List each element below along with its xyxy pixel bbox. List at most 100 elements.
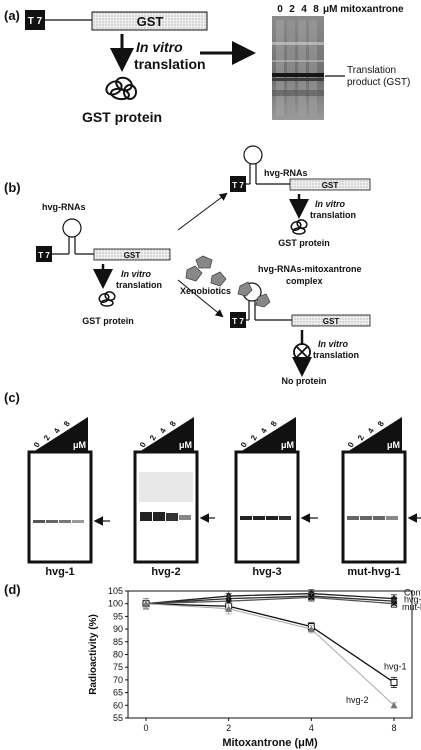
unit-label: μM bbox=[281, 440, 294, 450]
gel-frame bbox=[27, 450, 93, 564]
lane-label-0: 0 bbox=[138, 440, 148, 449]
y-tick-label: 100 bbox=[108, 599, 123, 609]
gel-a-lane-labels: 0 2 4 8 bbox=[277, 4, 319, 15]
lane-label-2: 2 bbox=[148, 433, 158, 442]
plot-frame bbox=[127, 590, 413, 719]
complex-translation: translation bbox=[313, 350, 359, 360]
band bbox=[373, 516, 385, 520]
y-tick-label: 55 bbox=[113, 713, 123, 723]
band bbox=[179, 515, 191, 520]
gel-mut-hvg-1: 0 2 4 8 μM mut-hvg-1 bbox=[341, 417, 421, 578]
gel-frame bbox=[133, 450, 199, 564]
band bbox=[266, 516, 278, 520]
gel-frame bbox=[234, 450, 300, 564]
point-hvg-2 bbox=[225, 605, 233, 612]
concentration-wedge bbox=[139, 417, 194, 452]
panel-b: (b) hvg-RNAs T 7 GST In vitro translatio… bbox=[4, 145, 371, 386]
gel-a-unit-label: μM mitoxantrone bbox=[323, 4, 404, 15]
lane-label-4: 4 bbox=[366, 426, 376, 435]
band bbox=[140, 512, 152, 521]
lane-label-0: 0 bbox=[346, 440, 356, 449]
series-label-Control: Control bbox=[404, 588, 421, 598]
unit-label: μM bbox=[73, 440, 86, 450]
upper-hvg-rnas-label: hvg-RNAs bbox=[264, 168, 308, 178]
product-label-line1: Translation bbox=[347, 65, 396, 76]
band bbox=[279, 516, 291, 520]
y-tick-label: 60 bbox=[113, 700, 123, 710]
lane-label-2: 2 bbox=[42, 433, 52, 442]
lane-label-0: 0 bbox=[239, 440, 249, 449]
band bbox=[240, 516, 252, 520]
lane-label-8: 8 bbox=[62, 419, 72, 428]
gel-label-hvg-2: hvg-2 bbox=[151, 566, 180, 578]
lane-label-2: 2 bbox=[356, 433, 366, 442]
point-hvg-2 bbox=[142, 600, 150, 607]
lane-label-4: 4 bbox=[259, 426, 269, 435]
left-gst-protein: GST protein bbox=[82, 316, 134, 326]
left-hvg-rnas-label: hvg-RNAs bbox=[42, 202, 86, 212]
gel-label-mut-hvg-1: mut-hvg-1 bbox=[347, 566, 400, 578]
series-line-hvg-3 bbox=[145, 595, 395, 605]
series-label-hvg-2: hvg-2 bbox=[346, 695, 369, 705]
complex-gst-box bbox=[291, 314, 371, 327]
gel-a-lane-4: 4 bbox=[301, 4, 307, 15]
y-tick-label: 75 bbox=[113, 662, 123, 672]
series-line-Control bbox=[145, 592, 395, 605]
y-tick-label: 90 bbox=[113, 624, 123, 634]
band bbox=[72, 520, 84, 523]
gst-gene-box bbox=[91, 11, 208, 31]
t7-promoter-box bbox=[25, 10, 45, 30]
band bbox=[33, 520, 45, 523]
upper-diagonal-arrow bbox=[177, 192, 228, 231]
lane-label-8: 8 bbox=[376, 419, 386, 428]
gel-a-lane-2: 2 bbox=[289, 4, 295, 15]
complex-gst-label: GST bbox=[323, 317, 340, 326]
point-hvg-2 bbox=[307, 625, 315, 633]
series-line-mut-hvg-1 bbox=[145, 596, 395, 605]
band bbox=[253, 516, 265, 520]
point-hvg-2 bbox=[390, 701, 398, 709]
gel-a-image bbox=[272, 16, 324, 120]
left-t7-label: T 7 bbox=[38, 251, 50, 260]
unit-label: μM bbox=[179, 440, 192, 450]
xenobiotics-label: Xenobiotics bbox=[180, 286, 231, 296]
gel-a-product-band bbox=[272, 73, 324, 77]
upper-translation: translation bbox=[310, 210, 356, 220]
product-label-line2: product (GST) bbox=[347, 77, 410, 88]
complex-in-vitro: In vitro bbox=[318, 339, 349, 349]
no-protein-label: No protein bbox=[282, 376, 327, 386]
upper-hairpin-construct bbox=[242, 145, 290, 185]
lane-label-4: 4 bbox=[52, 426, 62, 435]
band bbox=[46, 520, 58, 523]
left-hairpin-construct bbox=[48, 218, 94, 255]
band bbox=[347, 516, 359, 520]
panel-c: (c) 0 2 4 8 μM hvg-1 0 2 4 8 μM bbox=[4, 390, 421, 578]
series-label-hvg-3: hvg-3 bbox=[404, 595, 421, 605]
left-gst-box bbox=[93, 248, 171, 261]
concentration-wedge bbox=[240, 417, 296, 452]
gel-label-hvg-1: hvg-1 bbox=[45, 566, 74, 578]
y-axis-label: Radioactivity (%) bbox=[88, 614, 99, 695]
xenobiotic-shapes bbox=[185, 255, 227, 287]
y-tick-label: 70 bbox=[113, 675, 123, 685]
x-tick-label: 0 bbox=[143, 723, 148, 733]
translation-label: translation bbox=[134, 56, 206, 72]
gel-hvg-3: 0 2 4 8 μM hvg-3 bbox=[234, 417, 318, 578]
complex-label-line2: complex bbox=[286, 276, 323, 286]
lower-diagonal-arrow bbox=[177, 279, 224, 318]
gst-label: GST bbox=[137, 14, 164, 29]
series-line-hvg-2 bbox=[145, 603, 395, 706]
series-label-mut-hvg-1: mut-hvg-1 bbox=[402, 602, 421, 612]
upper-t7-box bbox=[230, 176, 246, 192]
upper-gst-box bbox=[289, 178, 371, 191]
series-label-hvg-1: hvg-1 bbox=[384, 662, 407, 672]
t7-label: T 7 bbox=[28, 16, 43, 27]
left-translation: translation bbox=[116, 280, 162, 290]
panel-a: (a) T 7 GST In vitro translation GST pro… bbox=[4, 4, 410, 125]
panel-b-label: (b) bbox=[4, 180, 21, 195]
point-hvg-1 bbox=[390, 678, 398, 686]
in-vitro-label: In vitro bbox=[136, 39, 183, 55]
band bbox=[166, 513, 178, 521]
